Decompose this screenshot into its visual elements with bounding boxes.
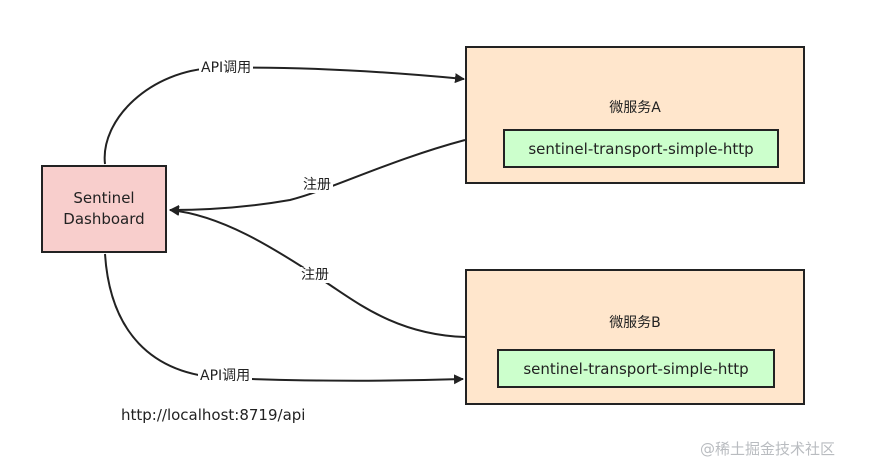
api-url-text: http://localhost:8719/api xyxy=(121,406,306,424)
microservice-a-title: 微服务A xyxy=(609,100,661,116)
microservice-b-title: 微服务B xyxy=(609,315,661,331)
microservice-b-transport: sentinel-transport-simple-http xyxy=(497,349,775,388)
edge-register-a xyxy=(169,139,466,215)
dashboard-label-line1: Sentinel xyxy=(73,189,135,207)
edge-label-register-a: 注册 xyxy=(301,177,333,193)
microservice-a-transport: sentinel-transport-simple-http xyxy=(503,129,779,168)
edge-label-register-b: 注册 xyxy=(299,267,331,283)
dashboard-label-line2: Dashboard xyxy=(63,210,145,228)
microservice-b-node: 微服务B sentinel-transport-simple-http xyxy=(465,269,805,405)
edge-label-api-call-b: API调用 xyxy=(198,368,253,384)
edge-api-call-b xyxy=(104,253,464,385)
edge-register-b xyxy=(169,205,466,338)
edge-api-call-a xyxy=(103,66,465,165)
sentinel-dashboard-node: Sentinel Dashboard xyxy=(41,165,167,253)
edge-label-api-call-a: API调用 xyxy=(199,60,254,76)
microservice-a-node: 微服务A sentinel-transport-simple-http xyxy=(465,46,805,184)
watermark: @稀土掘金技术社区 xyxy=(700,440,836,458)
